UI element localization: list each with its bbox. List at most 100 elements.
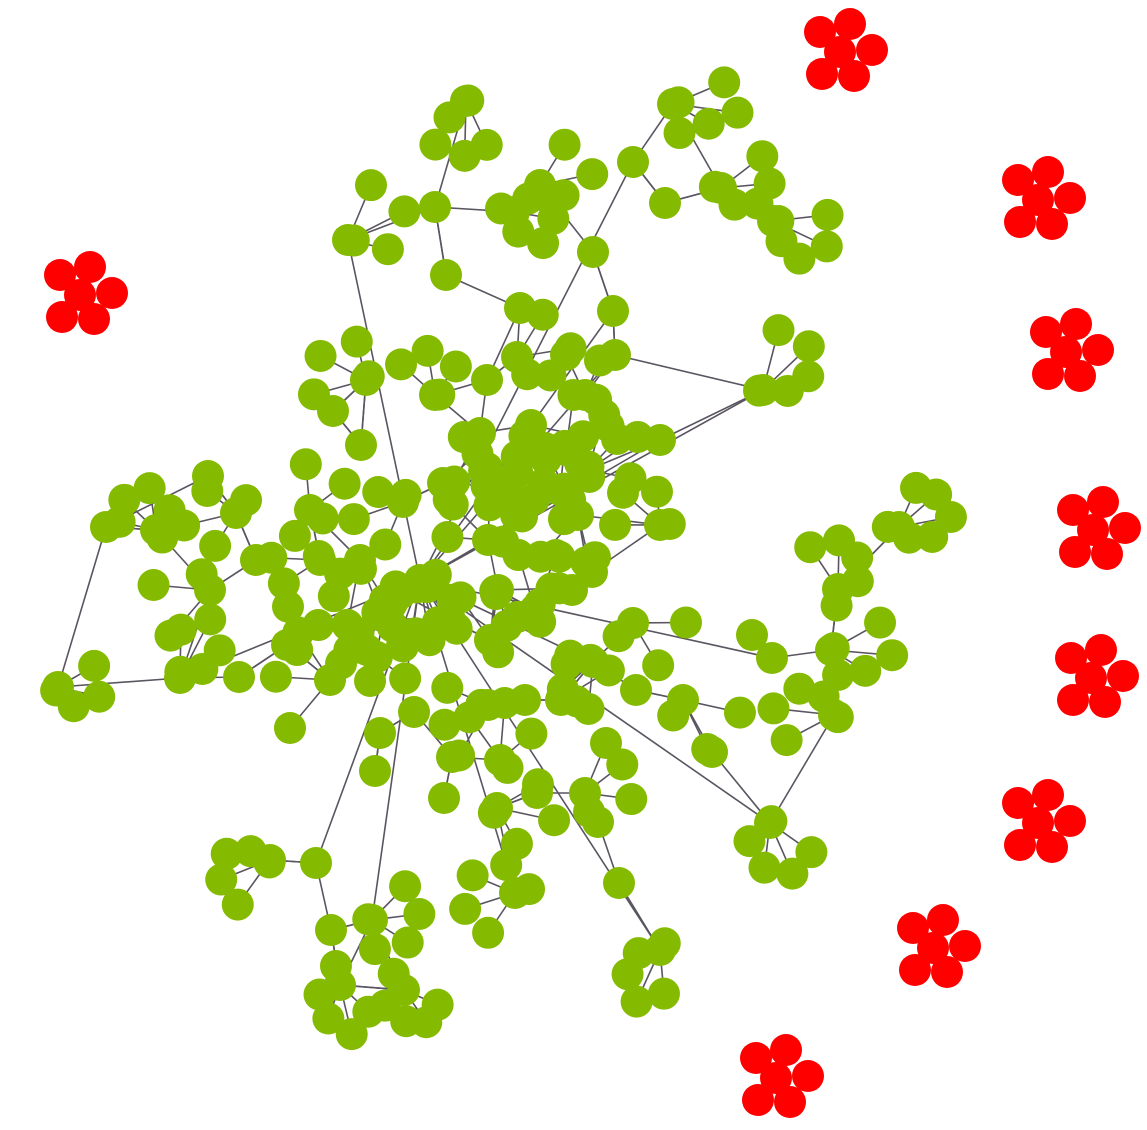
graph-node	[364, 717, 396, 749]
isolated-node	[1059, 536, 1091, 568]
graph-node	[488, 686, 521, 719]
graph-node	[411, 334, 444, 367]
graph-node	[274, 712, 306, 744]
isolated-node	[1036, 831, 1068, 863]
isolated-node	[1004, 829, 1036, 861]
graph-node	[278, 519, 311, 552]
graph-node	[648, 927, 681, 960]
graph-node	[335, 1018, 368, 1051]
isolated-node	[74, 251, 106, 283]
graph-node	[849, 654, 882, 687]
graph-node	[657, 699, 690, 732]
graph-node	[577, 236, 609, 268]
isolated-node	[740, 1042, 772, 1074]
graph-node	[210, 837, 243, 870]
graph-node	[345, 429, 377, 461]
isolated-node	[856, 34, 888, 66]
graph-node	[548, 128, 581, 161]
graph-node	[436, 488, 469, 521]
isolated-cluster	[1002, 779, 1086, 863]
isolated-node	[760, 1062, 792, 1094]
isolated-node	[46, 301, 78, 333]
graph-node	[934, 500, 967, 533]
graph-node	[388, 195, 421, 228]
graph-node	[821, 701, 854, 734]
graph-node	[771, 374, 804, 407]
graph-node	[606, 748, 639, 781]
graph-edge	[57, 526, 107, 688]
isolated-node	[742, 1084, 774, 1116]
graph-node	[385, 348, 418, 381]
graph-node	[359, 755, 391, 787]
graph-node	[377, 957, 410, 990]
isolated-node	[949, 930, 981, 962]
graph-node	[794, 531, 827, 564]
graph-node	[647, 977, 680, 1010]
graph-node	[621, 420, 654, 453]
isolated-node	[1087, 486, 1119, 518]
isolated-node	[1089, 686, 1121, 718]
graph-node	[841, 565, 874, 598]
isolated-cluster	[1055, 634, 1139, 718]
graph-node	[482, 636, 515, 669]
graph-node	[471, 364, 503, 396]
graph-node	[164, 655, 197, 688]
graph-node	[108, 483, 141, 516]
isolated-node	[774, 1086, 806, 1118]
main-component	[40, 66, 967, 1051]
graph-node	[352, 995, 385, 1028]
graph-node	[742, 374, 775, 407]
graph-node	[389, 870, 422, 903]
graph-node	[524, 540, 557, 573]
isolated-node	[899, 954, 931, 986]
graph-node	[398, 696, 430, 728]
graph-node	[757, 692, 790, 725]
graph-node	[319, 949, 352, 982]
graph-edge	[347, 239, 421, 581]
graph-node	[502, 215, 535, 248]
graph-node	[365, 599, 398, 632]
graph-node	[306, 502, 339, 535]
isolated-node	[1054, 805, 1086, 837]
graph-node	[253, 846, 286, 879]
isolated-node	[1091, 538, 1123, 570]
graph-node	[517, 483, 550, 516]
isolated-node	[931, 956, 963, 988]
isolated-node	[64, 279, 96, 311]
isolated-node	[1004, 206, 1036, 238]
isolated-node	[824, 36, 856, 68]
isolated-node	[1036, 208, 1068, 240]
graph-node	[663, 117, 696, 150]
graph-node	[708, 66, 741, 99]
graph-node	[795, 836, 828, 869]
isolated-node	[1064, 360, 1096, 392]
isolated-node	[1055, 642, 1087, 674]
graph-node	[354, 664, 387, 697]
graph-node	[300, 847, 332, 879]
graph-node	[602, 620, 635, 653]
graph-node	[303, 978, 336, 1011]
graph-node	[438, 465, 471, 498]
graph-node	[428, 782, 460, 814]
graph-node	[389, 478, 422, 511]
graph-node	[430, 259, 462, 291]
isolated-node	[1032, 779, 1064, 811]
graph-node	[78, 649, 111, 682]
graph-node	[554, 639, 587, 672]
isolated-cluster	[1030, 308, 1114, 392]
graph-node	[325, 647, 358, 680]
graph-node	[756, 642, 788, 674]
graph-node	[783, 672, 816, 705]
graph-node	[576, 158, 609, 191]
graph-node	[599, 508, 632, 541]
graph-node	[524, 435, 557, 468]
graph-node	[443, 739, 476, 772]
graph-node	[560, 685, 593, 718]
graph-node	[477, 796, 510, 829]
isolated-node	[1032, 358, 1064, 390]
graph-node	[597, 295, 629, 327]
graph-node	[83, 680, 116, 713]
isolated-cluster	[1002, 156, 1086, 240]
graph-node	[205, 863, 238, 896]
